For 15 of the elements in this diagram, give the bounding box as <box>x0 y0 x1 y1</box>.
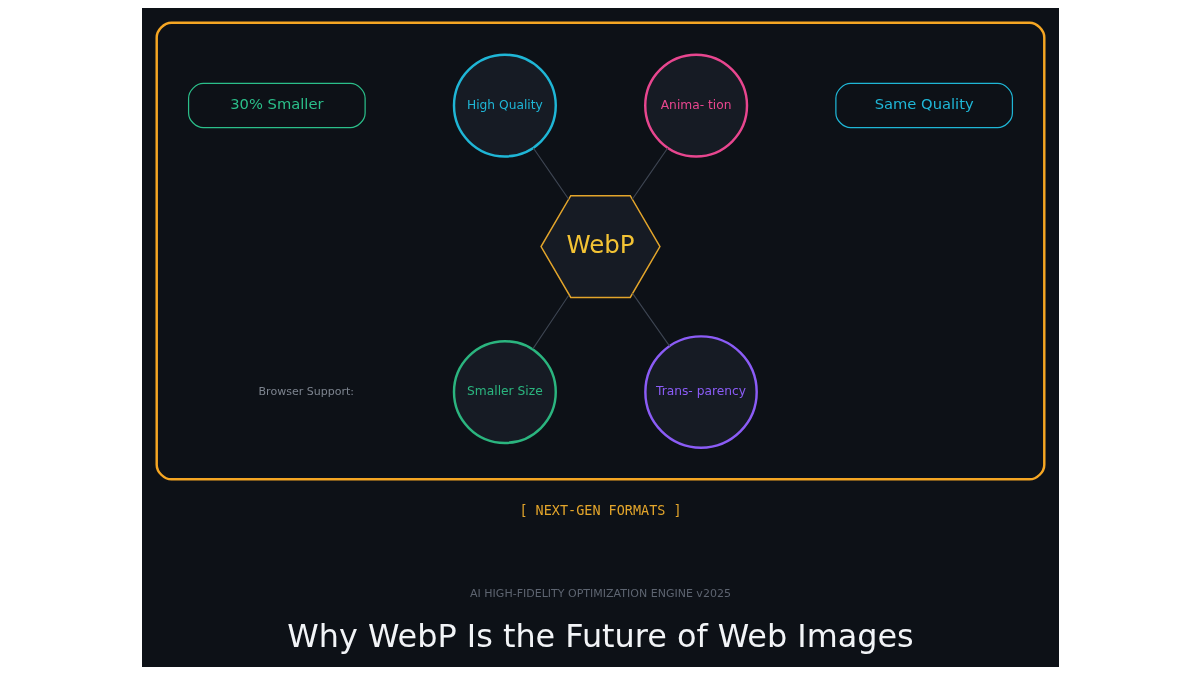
node-circle: Trans- parency <box>643 335 758 449</box>
node-circle: Smaller Size <box>452 339 557 445</box>
label: Browser Support: <box>258 384 354 398</box>
label: AI HIGH-FIDELITY OPTIMIZATION ENGINE v2025 <box>469 587 731 601</box>
node-circle: Anima- tion <box>643 53 748 158</box>
diagram-title: Why WebP Is the Future of Web Images <box>286 617 914 656</box>
connector <box>532 147 569 200</box>
node-circle: High Quality <box>452 53 557 158</box>
node-box: Same Quality <box>834 82 1013 129</box>
label: [ NEXT-GEN FORMATS ] <box>518 501 682 518</box>
connector <box>531 294 569 350</box>
node-box: 30% Smaller <box>187 82 366 129</box>
connector <box>631 147 668 200</box>
connector <box>631 292 670 347</box>
cluster <box>155 21 1045 481</box>
